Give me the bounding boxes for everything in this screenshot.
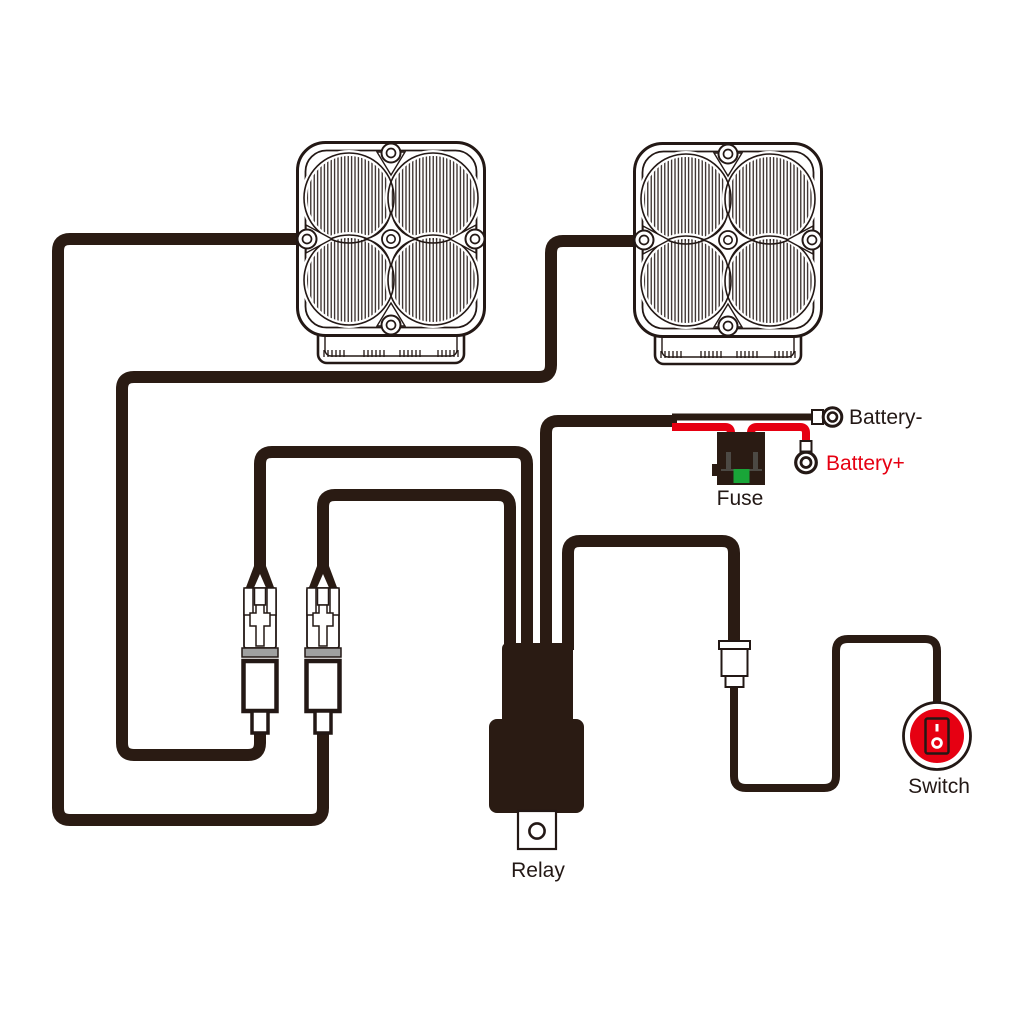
switch-label: Switch: [908, 775, 970, 798]
fuse-label: Fuse: [717, 487, 764, 510]
ring-terminal-negative: [811, 406, 844, 428]
wire-relay-to-inline-connector: [562, 535, 740, 650]
relay-label: Relay: [511, 859, 565, 882]
wire-relay-to-battery: [540, 415, 677, 650]
battery-positive-label: Battery+: [826, 452, 905, 475]
led-pod-light-right: [635, 144, 822, 365]
wire-connector-right-to-relay: [317, 489, 516, 650]
ring-terminal-positive: [794, 440, 818, 475]
relay-wire-boot: [502, 643, 573, 722]
wire-light-right-loop: [116, 235, 640, 761]
fuse-holder: [712, 432, 765, 485]
led-pod-light-left: [298, 143, 485, 364]
relay-body: [489, 719, 584, 813]
rocker-switch: [902, 701, 972, 771]
fuse-element: [733, 469, 750, 483]
connector-pair-right: [305, 566, 341, 733]
relay-mount-hole: [528, 822, 546, 840]
inline-connector: [718, 640, 751, 688]
switch-off-mark: [931, 737, 943, 749]
battery-negative-label: Battery-: [849, 406, 923, 429]
switch-rocker: [924, 717, 950, 755]
wire-light-left-loop: [52, 233, 329, 826]
wire-connector-left-to-relay: [254, 446, 533, 650]
relay: [489, 643, 584, 851]
battery-positive-lead-out: [747, 423, 810, 445]
connector-pair-left: [242, 566, 278, 733]
harness-wires: [52, 233, 941, 826]
wire-switch-loop: [730, 635, 941, 792]
switch-face: [910, 709, 964, 763]
